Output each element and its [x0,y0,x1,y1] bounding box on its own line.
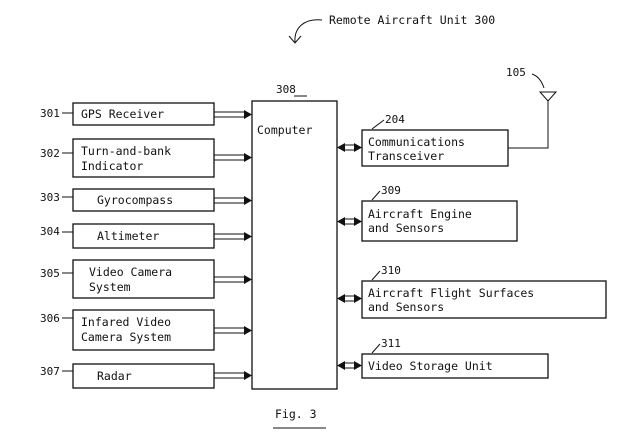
input-connectors [214,110,252,380]
antenna-icon [538,91,558,102]
gps-receiver-label: GPS Receiver [81,107,164,121]
infared-video-label-line1: Infared Video [81,315,171,329]
input-altimeter: Altimeter 304 [40,223,215,249]
radar-ref: 307 [40,365,60,378]
infared-video-ref: 306 [40,312,60,325]
flight-surfaces-label-line2: and Sensors [368,300,444,314]
gyrocompass-ref: 303 [40,191,60,204]
input-turn-and-bank: Turn-and-bank Indicator 302 [40,138,215,178]
output-communications-transceiver: Communications Transceiver 204 [361,113,509,167]
diagram-title: Remote Aircraft Unit 300 [329,13,495,27]
output-flight-surfaces: Aircraft Flight Surfaces and Sensors 310 [361,264,607,319]
flight-surfaces-connector [337,294,362,303]
communications-transceiver-label-line2: Transceiver [368,149,444,163]
aircraft-engine-label-line2: and Sensors [368,221,444,235]
communications-transceiver-ref: 204 [385,113,405,126]
input-gyrocompass: Gyrocompass 303 [40,188,215,212]
input-infared-video: Infared Video Camera System 306 [40,309,215,351]
infared-video-box [72,309,215,351]
video-camera-label-line1: Video Camera [89,265,172,279]
gps-receiver-connector [214,110,252,119]
altimeter-box [72,223,215,249]
flight-surfaces-ref-leader [371,270,381,281]
altimeter-connector [214,232,252,241]
output-video-storage: Video Storage Unit 311 [361,337,549,379]
computer-ref: 308 [276,83,296,96]
radar-box [72,363,215,389]
flight-surfaces-box [361,280,607,319]
antenna-ref-leader [531,73,545,89]
radar-connector [214,371,252,380]
altimeter-ref: 304 [40,225,60,238]
video-storage-ref: 311 [381,337,401,350]
video-storage-connector [337,361,362,370]
output-aircraft-engine: Aircraft Engine and Sensors 309 [361,184,518,242]
aircraft-engine-ref: 309 [381,184,401,197]
flight-surfaces-ref: 310 [381,264,401,277]
infared-video-label-line2: Camera System [81,330,171,344]
input-radar: Radar 307 [40,363,215,389]
input-gps-receiver: GPS Receiver 301 [40,102,215,126]
input-video-camera: Video Camera System 305 [40,259,215,299]
aircraft-engine-connector [337,217,362,226]
aircraft-engine-label-line1: Aircraft Engine [368,207,472,221]
radar-label: Radar [97,369,132,383]
title-pointer-arrowhead [288,35,302,44]
antenna-ref: 105 [506,66,526,79]
video-camera-connector [214,275,252,284]
turn-and-bank-ref: 302 [40,147,60,160]
video-storage-ref-leader [371,343,381,354]
video-storage-label: Video Storage Unit [368,359,493,373]
gyrocompass-box [72,188,215,212]
gps-receiver-ref: 301 [40,107,60,120]
altimeter-label: Altimeter [97,229,159,243]
computer-box [251,100,338,390]
video-storage-box [361,353,549,379]
computer-label: Computer [257,123,312,137]
video-camera-ref: 305 [40,267,60,280]
communications-transceiver-connector [337,143,362,152]
turn-and-bank-label-line1: Turn-and-bank [81,144,171,158]
aircraft-engine-box [361,200,518,242]
antenna: 105 [506,66,558,149]
infared-video-connector [214,326,252,335]
figure-caption: Fig. 3 [275,407,317,421]
flight-surfaces-label-line1: Aircraft Flight Surfaces [368,286,534,300]
communications-transceiver-label-line1: Communications [368,135,465,149]
gps-receiver-box [72,102,215,126]
gyrocompass-connector [214,196,252,205]
aircraft-engine-ref-leader [371,190,381,201]
video-camera-box [72,259,215,299]
antenna-feed-line [508,100,549,149]
output-connectors [337,143,362,370]
turn-and-bank-box [72,138,215,178]
title-pointer-line [294,19,323,43]
gyrocompass-label: Gyrocompass [97,193,173,207]
turn-and-bank-label-line2: Indicator [81,159,143,173]
communications-transceiver-box [361,129,509,167]
communications-transceiver-ref-leader [371,119,385,130]
video-camera-label-line2: System [89,280,131,294]
turn-and-bank-connector [214,153,252,162]
